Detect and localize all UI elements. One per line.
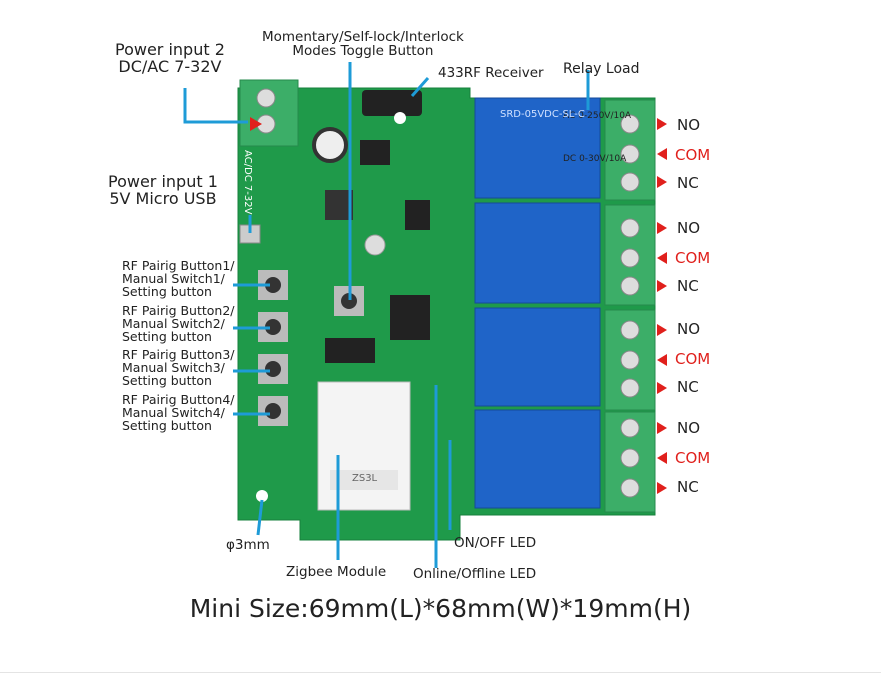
- hole-size-label: φ3mm: [226, 537, 270, 553]
- module-print: ZS3L: [352, 473, 378, 484]
- button-1-label: RF Pairig Button1/Manual Switch1/Setting…: [122, 258, 235, 300]
- button-2-label: RF Pairig Button2/Manual Switch2/Setting…: [122, 303, 235, 345]
- button-3-label: RF Pairig Button3/Manual Switch3/Setting…: [122, 347, 235, 389]
- rf-receiver-label: 433RF Receiver: [438, 65, 544, 81]
- relays: [474, 97, 601, 509]
- zigbee-module: [317, 381, 411, 511]
- button-4-label: RF Pairig Button4/Manual Switch4/Setting…: [122, 392, 235, 434]
- relay-print: SRD-05VDC-SL-C: [500, 109, 585, 120]
- callout-lines: [183, 62, 590, 568]
- onoff-led-label: ON/OFF LED: [454, 535, 537, 551]
- divider: [0, 672, 881, 673]
- board-print: AC/DC 7-32V: [242, 150, 253, 215]
- terminal-arrows: [250, 117, 667, 494]
- online-led-label: Online/Offline LED: [413, 566, 537, 582]
- zigbee-module-label: Zigbee Module: [286, 564, 387, 580]
- size-caption: Mini Size:69mm(L)*68mm(W)*19mm(H): [189, 594, 692, 623]
- relay-load-label: Relay Load AC 0-250V/10A DC 0-30V/10A: [563, 60, 640, 164]
- rf-antenna: [362, 90, 422, 116]
